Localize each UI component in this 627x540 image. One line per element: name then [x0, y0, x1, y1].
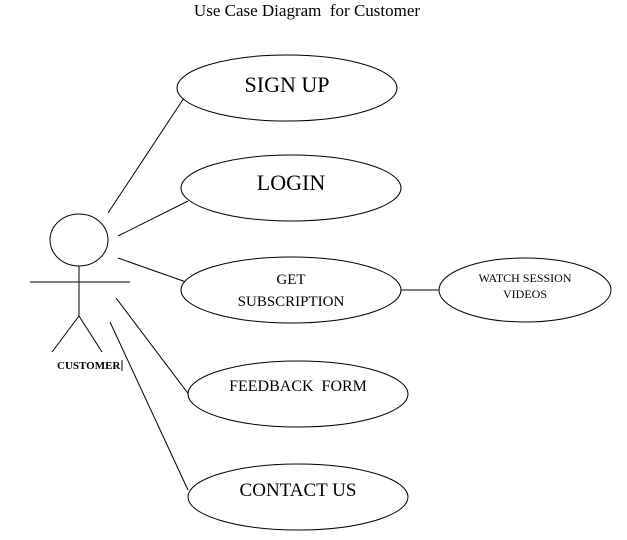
use-case-contact-us: CONTACT US — [187, 463, 409, 531]
actor-right-leg — [78, 315, 103, 353]
use-case-feedback-form: FEEDBACK FORM — [187, 360, 409, 428]
watch-session-videos-ellipse — [438, 257, 612, 323]
actor-label: CUSTOMER — [57, 360, 121, 372]
watch-session-videos-label-line2: VIDEOS — [503, 287, 547, 301]
watch-session-videos-label-line1: WATCH SESSION — [478, 271, 571, 285]
get-subscription-ellipse — [180, 256, 402, 324]
use-case-watch-session-videos: WATCH SESSION VIDEOS — [438, 257, 612, 323]
actor-head — [49, 213, 109, 267]
association-contact-us — [109, 321, 189, 491]
diagram-title: Use Case Diagram for Customer — [194, 1, 420, 20]
use-case-sign-up: SIGN UP — [176, 54, 398, 122]
associations — [107, 97, 440, 491]
login-label: LOGIN — [257, 170, 326, 195]
feedback-form-label: FEEDBACK FORM — [229, 378, 367, 395]
actor-left-leg — [51, 315, 80, 353]
login-ellipse — [180, 154, 402, 222]
use-case-get-subscription: GET SUBSCRIPTION — [180, 256, 402, 324]
sign-up-ellipse — [176, 54, 398, 122]
get-subscription-label-line2: SUBSCRIPTION — [238, 294, 345, 310]
use-case-login: LOGIN — [180, 154, 402, 222]
sign-up-label: SIGN UP — [245, 72, 330, 97]
association-feedback-form — [115, 297, 191, 397]
get-subscription-label-line1: GET — [276, 272, 305, 288]
association-get-subscription — [117, 257, 187, 283]
feedback-form-ellipse — [187, 360, 409, 428]
association-sign-up — [107, 97, 185, 214]
contact-us-ellipse — [187, 463, 409, 531]
association-login — [117, 200, 189, 237]
contact-us-label: CONTACT US — [240, 480, 357, 501]
customer-actor: CUSTOMER — [30, 213, 130, 372]
